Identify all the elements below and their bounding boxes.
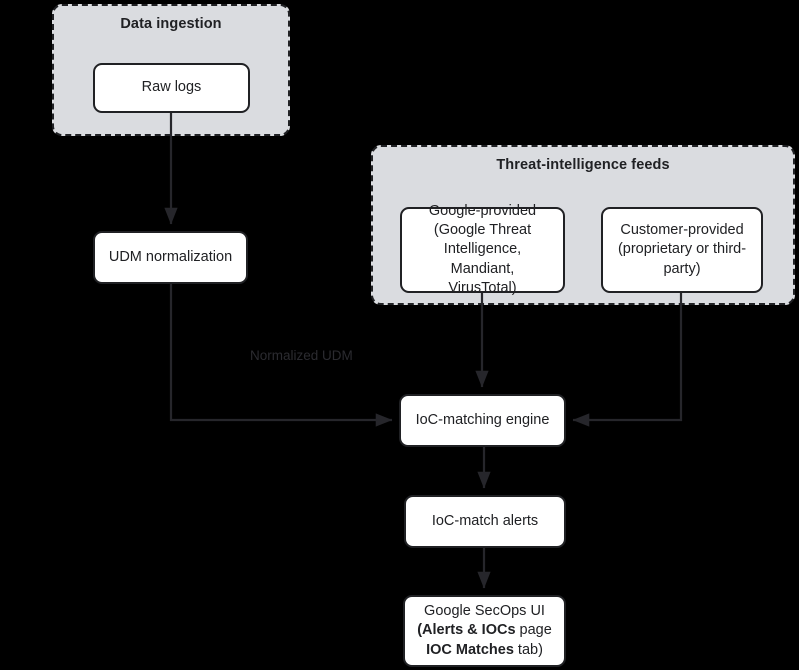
group-threat-intelligence-feeds-title: Threat-intelligence feeds [496,157,670,173]
group-data-ingestion-title: Data ingestion [120,16,222,32]
node-ioc-matching-engine[interactable]: IoC-matching engine [399,394,566,447]
node-customer-provided-feed-label: Customer-provided(proprietary or third-p… [617,222,747,277]
node-raw-logs-label: Raw logs [141,79,202,96]
node-customer-provided-feed[interactable]: Customer-provided(proprietary or third-p… [601,207,763,293]
edge-label-normalized-udm: Normalized UDM [250,348,353,363]
node-ioc-match-alerts[interactable]: IoC-match alerts [404,495,566,548]
node-ioc-match-alerts-label: IoC-match alerts [431,512,539,529]
node-udm-normalization-label: UDM normalization [108,248,233,265]
node-raw-logs[interactable]: Raw logs [93,63,250,113]
node-ioc-matching-engine-label: IoC-matching engine [415,411,550,428]
node-udm-normalization[interactable]: UDM normalization [93,231,248,284]
edge-customer-feed-to-ioc-matching-engine [572,293,683,427]
